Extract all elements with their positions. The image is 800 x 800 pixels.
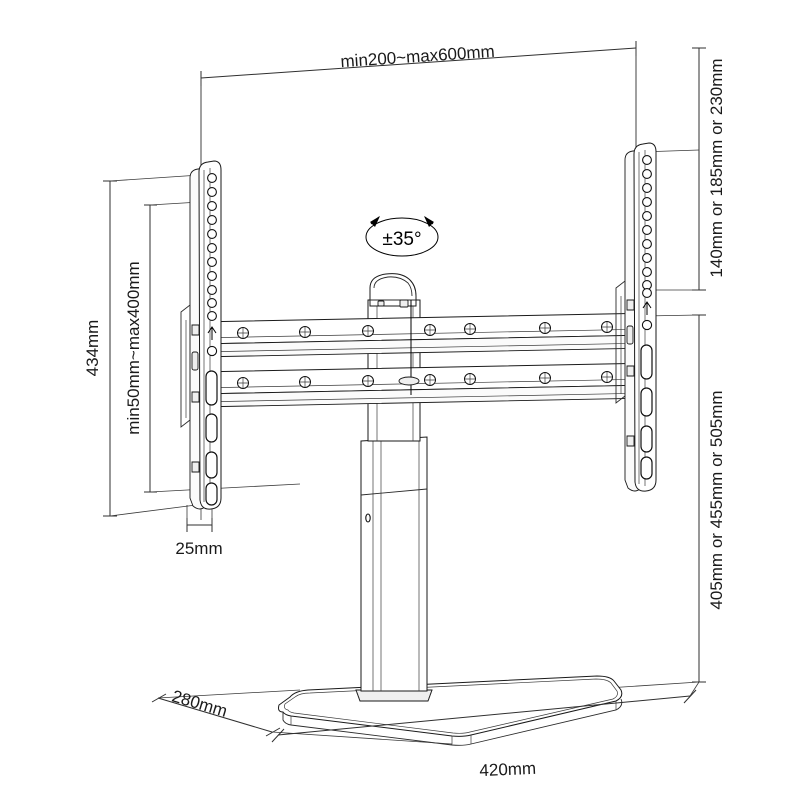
left-inner-dim-label: min50mm~max400mm — [124, 261, 143, 434]
column-telescope-seam — [360, 488, 428, 496]
head-cap-tab-right — [399, 299, 409, 308]
left-bracket-slide-tab — [191, 351, 199, 371]
column-foot-plate — [355, 689, 433, 702]
left-inner-ext-bottom — [149, 483, 301, 493]
right-bracket-clip-a — [626, 299, 635, 311]
base-width-dim-label: 420mm — [479, 759, 536, 780]
base-width-tick-right — [683, 689, 697, 704]
right-bracket-slide-tab — [626, 325, 634, 345]
horizontal-rail-lower — [197, 362, 653, 408]
right-bracket-slot-column — [640, 344, 653, 480]
right-bracket-hook-plate — [615, 280, 626, 404]
left-outer-dim-label: 434mm — [83, 320, 102, 377]
base-depth-ext-bottom — [271, 731, 453, 745]
swivel-head-cap — [369, 273, 417, 308]
right-lower-dim-label: 405mm or 455mm or 505mm — [707, 390, 726, 609]
swivel-indicator: ±35° — [365, 216, 439, 257]
rail-upper-screws — [237, 321, 613, 339]
right-bracket-up-arrow-icon — [642, 301, 652, 315]
swivel-ellipse — [365, 217, 439, 257]
left-vesa-bracket — [180, 160, 222, 510]
column-side-pin-hole — [365, 513, 371, 523]
base-width-tick-left — [271, 728, 285, 743]
rail-center-connector — [398, 300, 420, 395]
left-bracket-clip-a — [191, 324, 200, 336]
base-depth-ext-top — [157, 689, 301, 699]
left-bracket-hole-column — [207, 173, 217, 321]
rail-lower-groove — [197, 378, 653, 389]
left-bracket-slot-column — [205, 370, 218, 506]
rail-lower-lower-groove — [197, 392, 653, 403]
column-lower-section — [360, 436, 428, 692]
dimension-left-inner: min50mm~max400mm — [124, 201, 301, 493]
head-cap-inner-arc — [373, 276, 413, 297]
right-upper-dim-label: 140mm or 185mm or 230mm — [707, 58, 726, 277]
right-bracket-clip-b — [626, 365, 635, 377]
rail-lower-screws — [237, 371, 613, 389]
swivel-arrow-right-head-icon — [424, 216, 434, 227]
left-outer-ext-bottom — [109, 504, 197, 517]
base-depth-dim-line — [157, 697, 273, 733]
base-plate-bevel — [284, 678, 618, 734]
thickness-dim-label: 25mm — [175, 539, 222, 558]
left-bracket-clip-c — [191, 461, 200, 473]
right-bracket-hole-column — [642, 155, 652, 298]
head-cap-body — [369, 273, 417, 307]
rail-upper-groove — [197, 328, 653, 339]
dimension-base-width: 420mm — [271, 681, 700, 780]
dimension-right-upper: 140mm or 185mm or 230mm — [639, 47, 726, 291]
base-width-dim-line — [277, 695, 691, 736]
left-bracket-up-arrow-icon — [207, 326, 217, 340]
left-bracket-hook-plate — [180, 304, 191, 428]
rail-upper-lower-groove — [197, 342, 653, 353]
left-bracket-clip-b — [191, 391, 200, 403]
right-vesa-bracket — [615, 142, 657, 492]
dimension-left-outer: 434mm — [83, 174, 201, 517]
base-plate-edge — [282, 698, 623, 746]
swivel-arrow-left-head-icon — [370, 216, 380, 227]
column-foot-edges — [355, 689, 433, 702]
right-bracket-clip-c — [626, 435, 635, 447]
head-cap-tab-left — [377, 300, 385, 307]
right-bracket-center-hole — [641, 319, 653, 331]
base-width-ext-right — [689, 681, 700, 697]
left-bracket-center-hole — [206, 345, 218, 357]
swivel-angle-label: ±35° — [382, 229, 421, 250]
top-dim-line — [200, 47, 637, 79]
left-outer-ext-top — [109, 174, 201, 182]
connector-pivot-boss — [398, 376, 420, 386]
